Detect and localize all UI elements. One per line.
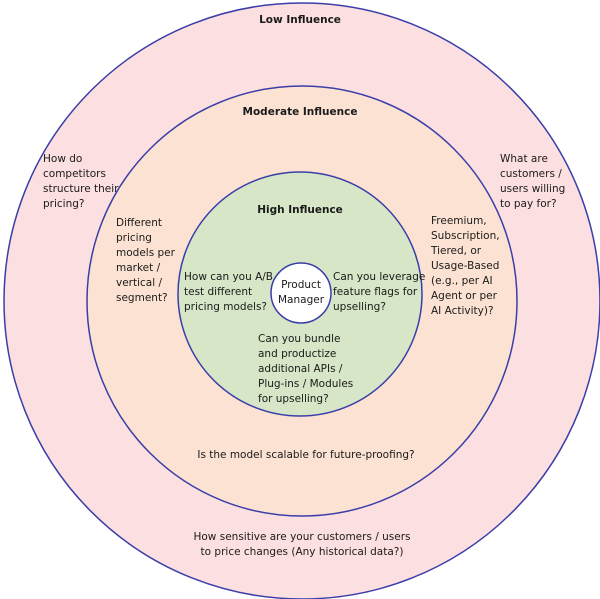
- low-influence-title: Low Influence: [259, 14, 341, 26]
- center-label: Product Manager: [277, 279, 325, 306]
- product-manager-core: [270, 262, 332, 324]
- moderate-left-question: Different pricing models per market / ve…: [116, 217, 175, 304]
- low-bottom-question: How sensitive are your customers / users…: [193, 531, 411, 558]
- moderate-right-question: Freemium, Subscription, Tiered, or Usage…: [431, 215, 500, 317]
- moderate-bottom-question: Is the model scalable for future-proofin…: [197, 449, 415, 461]
- low-left-question: How do competitors structure their prici…: [43, 153, 119, 210]
- high-influence-title: High Influence: [257, 204, 343, 216]
- moderate-influence-title: Moderate Influence: [242, 106, 358, 118]
- low-right-question: What are customers / users willing to pa…: [500, 153, 566, 210]
- high-right-question: Can you leverage feature flags for upsel…: [333, 271, 426, 313]
- high-bottom-question: Can you bundle and productize additional…: [258, 333, 354, 405]
- high-left-question: How can you A/B test different pricing m…: [184, 271, 273, 313]
